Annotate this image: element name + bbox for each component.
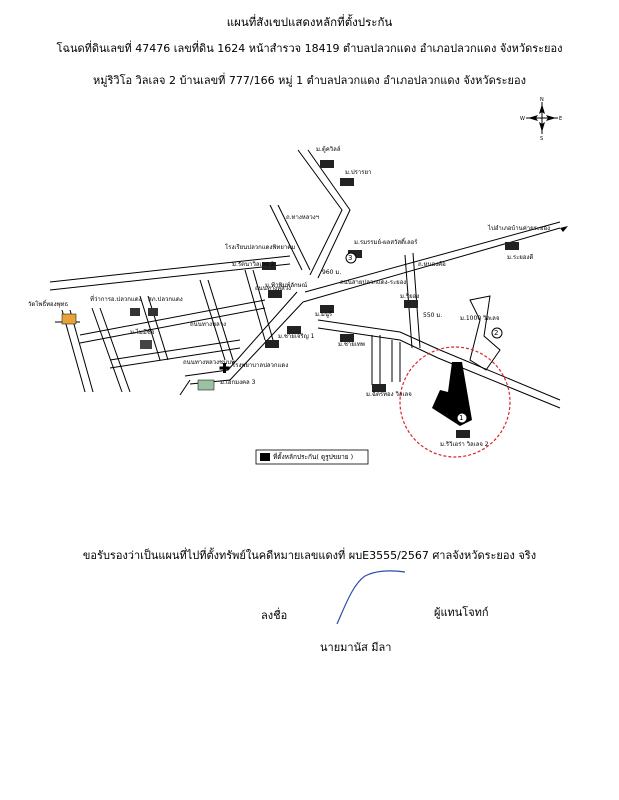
label-road-right: ถ.หนองค้อ <box>418 261 446 268</box>
compass-s: S <box>540 136 543 140</box>
compass-n: N <box>540 97 544 103</box>
target-circle <box>399 346 511 458</box>
map-title: แผนที่สังเขปแสดงหลักที่ตั้งประกัน <box>226 15 393 29</box>
compass-icon: N S E W <box>520 97 562 140</box>
label-marker-2: 2 <box>494 329 499 337</box>
compass-e: E <box>559 116 562 122</box>
label-village-ratee: ม.รัตนาวิลเลจ 2 <box>232 261 275 268</box>
label-village-tukwin: ม.ตู้ควิลล์ <box>316 146 341 153</box>
label-village-riviera: ม.ริวิเอร่า วิลเลจ 2 <box>440 441 489 448</box>
signature-image <box>336 570 406 625</box>
address-line: หมู่ริวิโอ วิลเลจ 2 บ้านเลขที่ 777/166 ห… <box>93 74 526 87</box>
label-village-manu: ม.มนูรี <box>315 311 333 318</box>
signature-label: ลงชื่อ <box>261 609 288 622</box>
label-village-prayanun: ม.ปรารยา <box>345 169 372 176</box>
label-school: โรงเรียนปลวกแดงพิทยาคม <box>225 244 296 251</box>
label-village-riyong: ม.ริยอง <box>400 293 420 300</box>
label-dist-960: 960 ม. <box>322 269 342 276</box>
deed-line: โฉนดที่ดินเลขที่ 47476 เลขที่ดิน 1624 หน… <box>56 42 563 55</box>
label-office-1: ที่ว่าการอ.ปลวกแดง <box>90 296 142 303</box>
certification-text: ขอรับรองว่าเป็นแผนที่ไปที่ตั้งทรัพย์ในคด… <box>82 549 537 562</box>
label-office-2: สภ.ปลวกแดง <box>148 296 183 303</box>
label-village-chaicheri: ม.ชายเจริญ 1 <box>278 333 315 340</box>
signature-role: ผู้แทนโจทก์ <box>434 606 489 619</box>
label-village-ramaya: ม.รมรรมย์-ผลสวัสดิ์เลอร์ <box>354 239 418 246</box>
label-road-main: ถนนสายปลวกแดง-ระยอง <box>340 279 407 286</box>
label-village-rayong: ม.ระยองดี <box>507 254 534 261</box>
legend-label: ที่ตั้งหลักประกัน( ดูรูปขยาย ) <box>273 453 354 461</box>
label-to-rayong: ไปอำเภอบ้านค่ายระยอง <box>488 225 551 232</box>
label-village-chai: ม.ชายเทพ <box>338 341 365 348</box>
label-village-mai: ม.ไมมีชื่อ <box>130 329 155 336</box>
label-village-poom: ม.ฟ้าพิมพ์ลักษณ์ <box>265 282 308 289</box>
label-marker-1: 1 <box>459 414 464 422</box>
label-temple: วัดโพธิ์ทองพุทธ <box>28 301 69 308</box>
collateral-plot <box>432 362 472 426</box>
label-hospital: โรงพยาบาลปลวกแดง <box>232 362 289 369</box>
label-road-top: ถ.ทางหลวงฯ <box>286 214 320 221</box>
signer-name: นายมานัส มีลา <box>320 641 392 654</box>
label-village-1000: ม.1000 วิลเลจ <box>460 315 500 322</box>
compass-w: W <box>520 116 525 122</box>
label-dist-550: 550 ม. <box>423 312 443 319</box>
label-road-kok2: ถนนทางหลวง <box>190 321 227 328</box>
label-village-tamarit: ม.ฉัตรทอง วิลเลจ <box>366 391 412 398</box>
label-road-kok: ถนนทางหลวง <box>255 285 292 292</box>
label-village-ekkasan: ม.เอกมงคล 3 <box>220 379 256 386</box>
location-map <box>49 149 568 465</box>
label-road-center: ถนนทางหลวงชนบท <box>183 359 235 366</box>
hospital-icon <box>219 363 230 373</box>
label-marker-3: 3 <box>348 254 353 262</box>
